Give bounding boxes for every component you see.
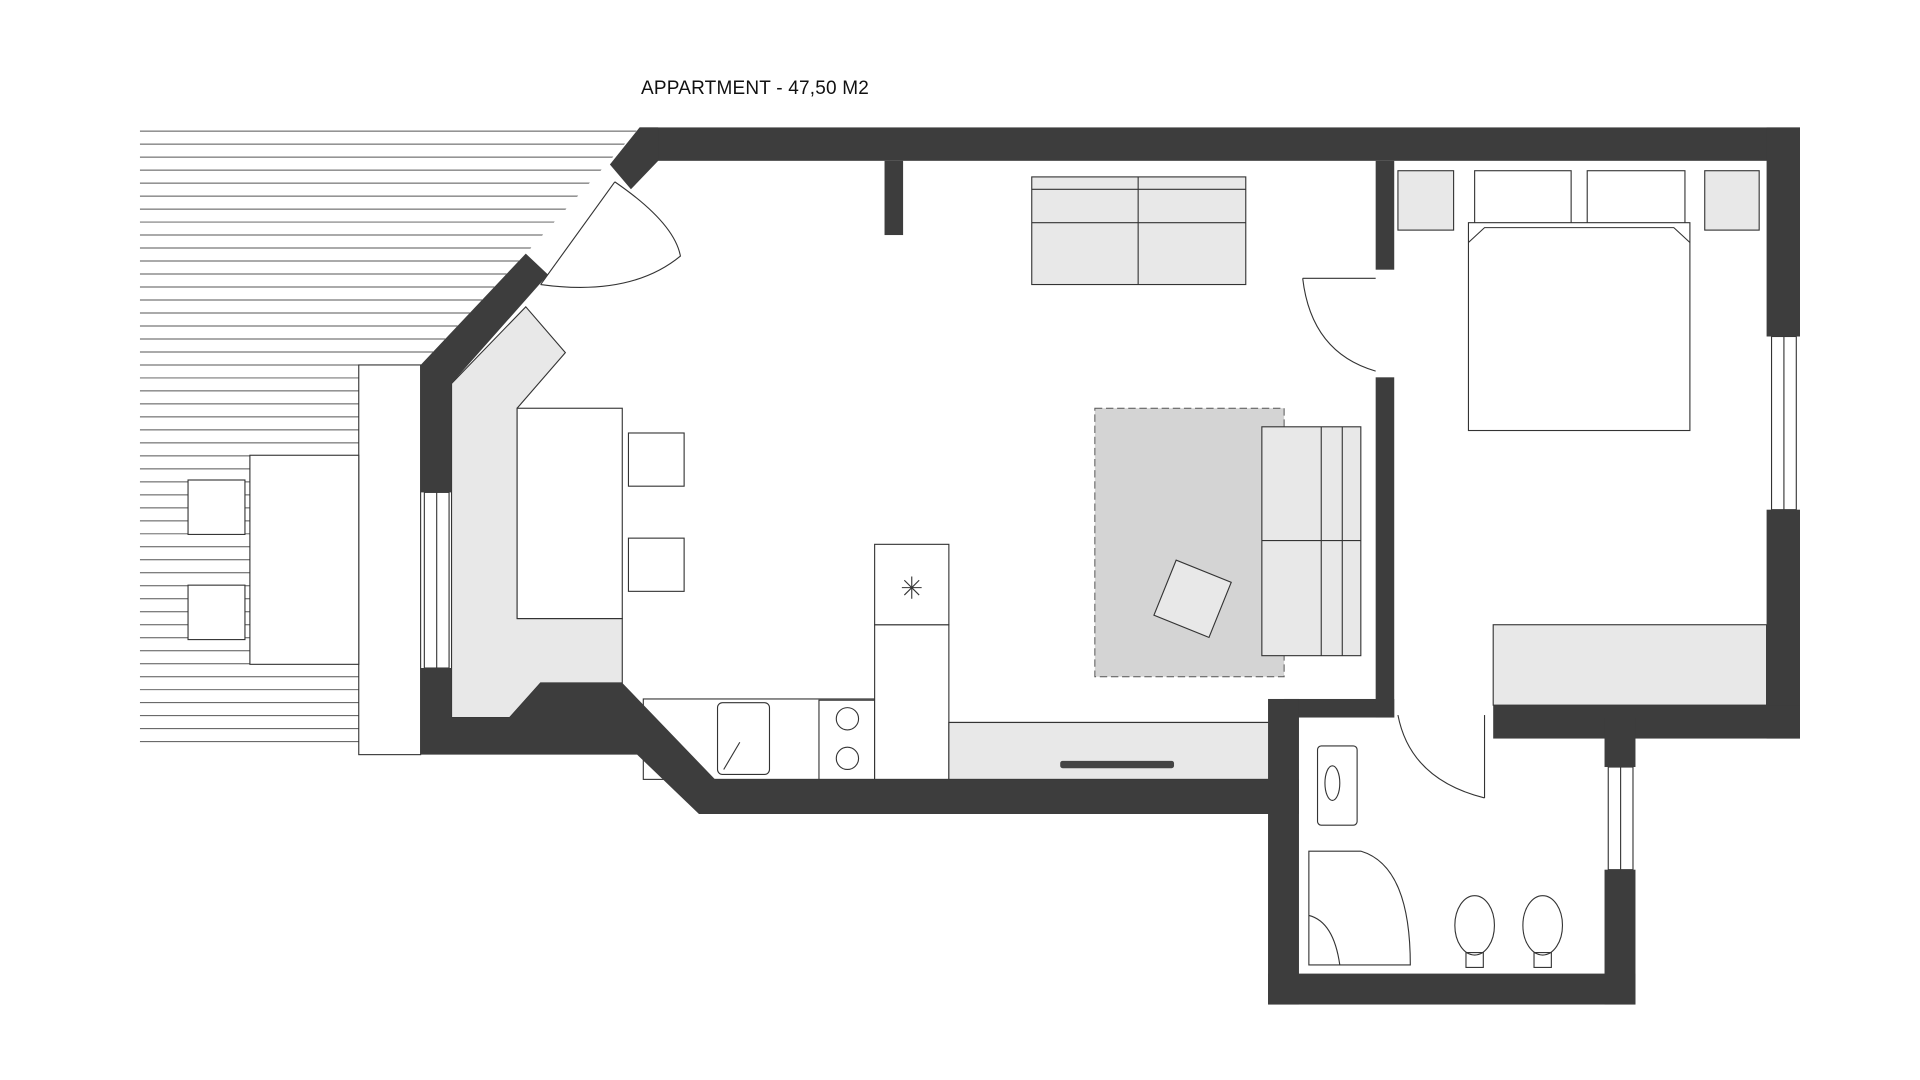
terrace-table bbox=[249, 454, 360, 665]
bidet bbox=[1522, 895, 1564, 956]
dining-table bbox=[516, 407, 623, 620]
double-bed bbox=[1467, 222, 1691, 432]
star-icon bbox=[901, 576, 922, 599]
bidet-base bbox=[1533, 952, 1552, 968]
terrace-chair bbox=[187, 584, 246, 641]
duvet-fold bbox=[1468, 227, 1691, 243]
walls bbox=[420, 127, 1800, 1005]
hob-burner bbox=[835, 746, 860, 771]
tall-unit bbox=[874, 624, 950, 780]
shower bbox=[1308, 850, 1411, 966]
stool bbox=[627, 537, 685, 592]
shower-tray bbox=[1308, 914, 1341, 966]
rug bbox=[1094, 407, 1285, 678]
stool bbox=[627, 432, 685, 487]
plan-title: APPARTMENT - 47,50 M2 bbox=[641, 78, 870, 99]
cushion bbox=[1153, 559, 1232, 639]
terrace-chair bbox=[187, 479, 246, 535]
nightstand bbox=[1397, 170, 1455, 231]
bedroom-door[interactable] bbox=[1302, 277, 1376, 372]
tv-cabinet bbox=[948, 721, 1285, 780]
nightstand bbox=[1704, 170, 1760, 231]
washbasin bbox=[1316, 745, 1358, 826]
hob-burner bbox=[835, 707, 860, 731]
pillow bbox=[1474, 170, 1572, 226]
sofa-top bbox=[1031, 176, 1247, 286]
hob bbox=[818, 699, 876, 780]
toilet-tank bbox=[1465, 952, 1484, 968]
bathroom-door[interactable] bbox=[1397, 714, 1486, 799]
wardrobe bbox=[1492, 624, 1768, 706]
basin-bowl bbox=[1324, 765, 1341, 801]
kitchen-sink bbox=[716, 702, 771, 775]
faucet bbox=[723, 741, 741, 770]
toilet bbox=[1454, 895, 1495, 956]
tv bbox=[1060, 760, 1175, 769]
terrace-bench bbox=[358, 364, 422, 756]
terrace-door[interactable] bbox=[540, 181, 682, 288]
sofa-right bbox=[1261, 426, 1362, 657]
pillow bbox=[1586, 170, 1686, 226]
